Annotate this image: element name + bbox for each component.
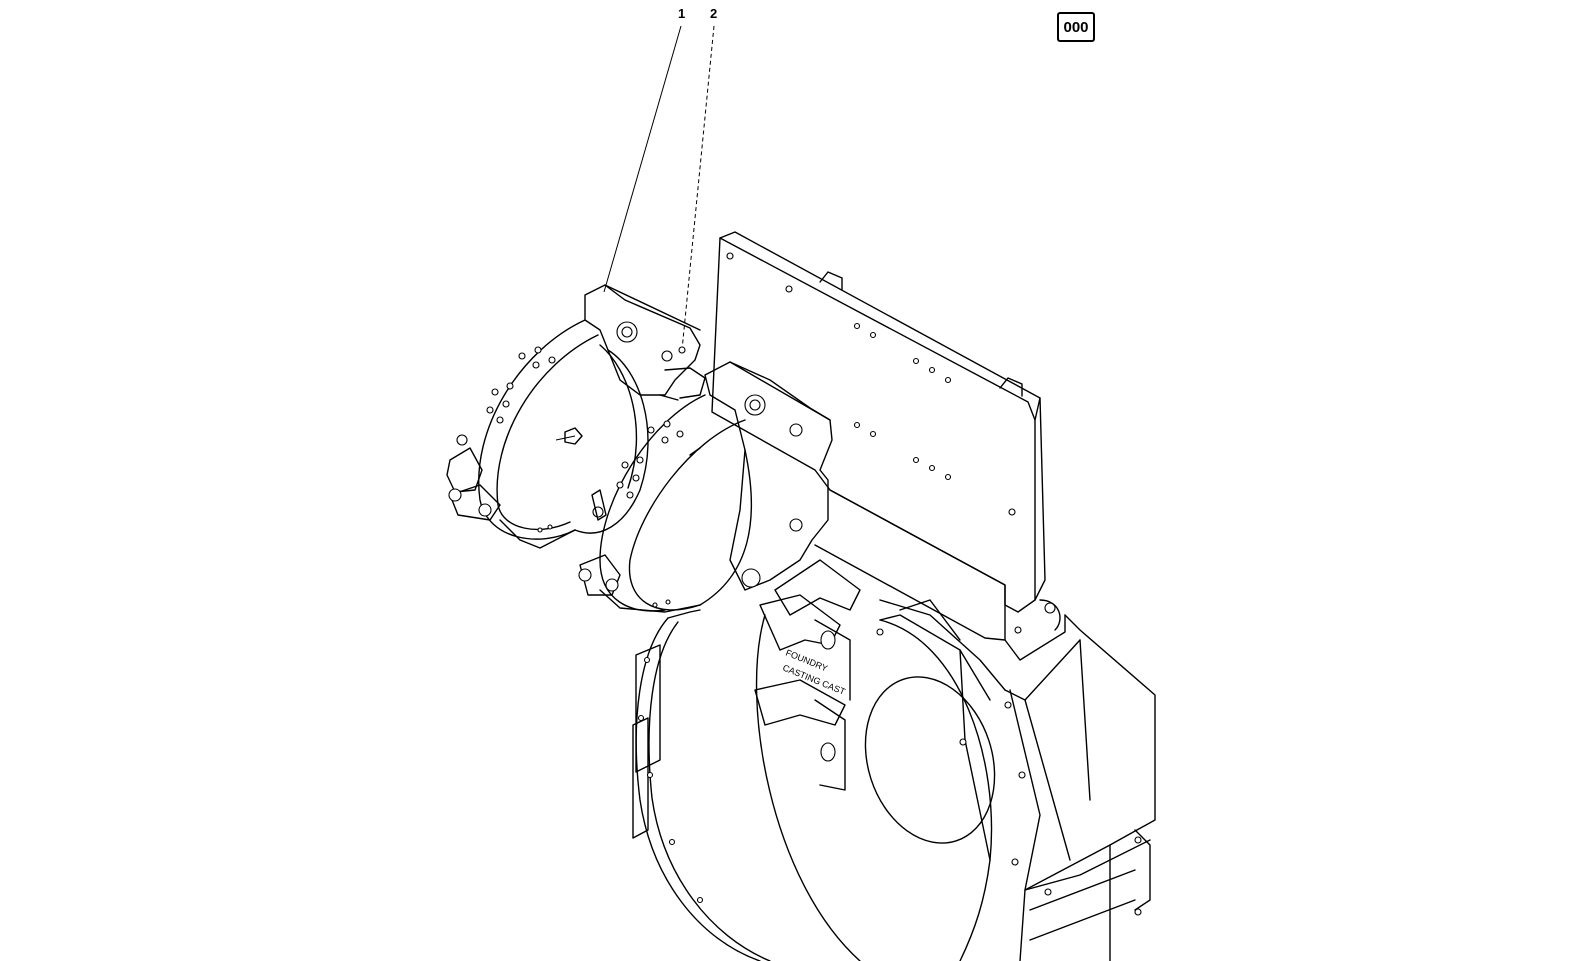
front-band-clamp	[578, 361, 833, 613]
rear-band-clamp	[446, 284, 701, 549]
callout-leaders	[603, 25, 715, 351]
callout-1-label: 1	[678, 6, 685, 21]
page-reference-badge: 000	[1057, 12, 1095, 42]
clamp-bracket	[659, 367, 706, 401]
plate-holes	[726, 252, 1016, 516]
front-band-holes	[616, 420, 684, 499]
callout-2-label: 2	[710, 6, 717, 21]
band-holes	[486, 346, 556, 424]
